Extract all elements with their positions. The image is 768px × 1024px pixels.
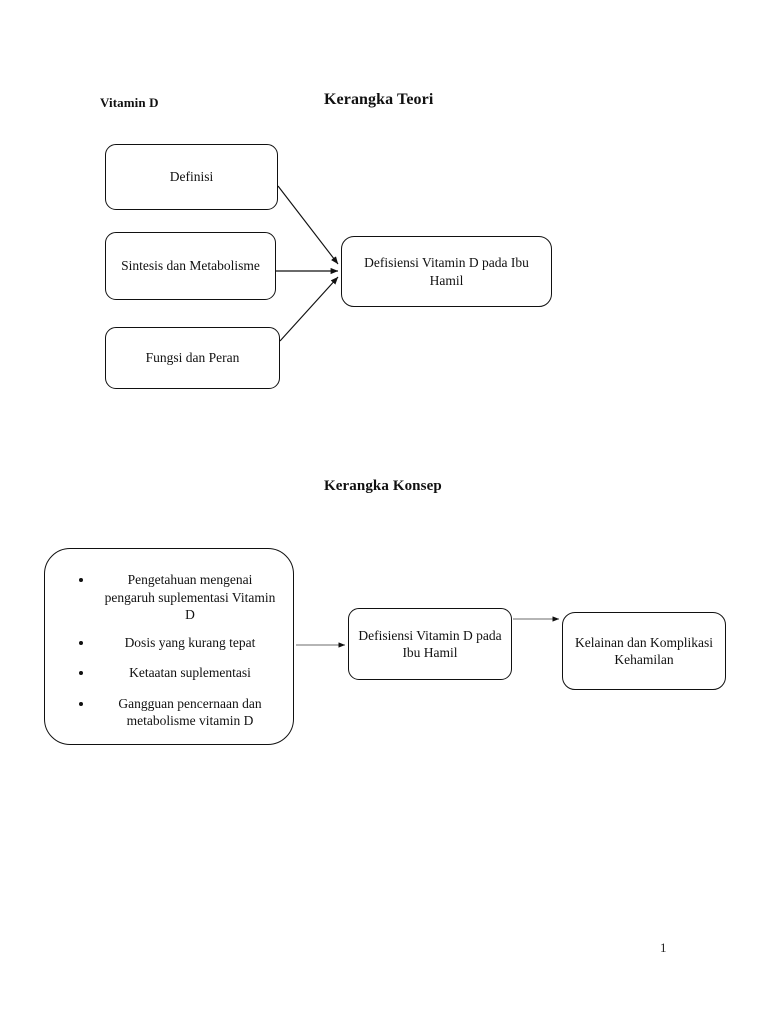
section-label-vitamin-d: Vitamin D [100,95,159,110]
bullet-text: Dosis yang kurang tepat [124,634,256,650]
node-defisiensi-vitamin-d-ibu-hamil-konsep: Defisiensi Vitamin D pada Ibu Hamil [348,608,512,680]
bullet-text: Gangguan pencernaan dan metabolisme vita… [118,695,262,729]
kerangka-teori-title: Kerangka Teori [324,91,434,108]
node-fungsi-dan-peran: Fungsi dan Peran [105,327,280,389]
node-definisi: Definisi [105,144,278,210]
factors-bullet-list: Pengetahuan mengenai pengaruh suplementa… [45,549,293,730]
bullet-text: Ketaatan suplementasi [129,665,251,681]
node-sintesis-label: Sintesis dan Metabolisme [121,258,260,274]
node-definisi-label: Definisi [169,169,214,185]
node-faktor-faktor-box: Pengetahuan mengenai pengaruh suplementa… [44,548,294,745]
node-defisiensi-teori-label: Defisiensi Vitamin D pada Ibu Hamil [364,255,529,288]
list-item: Gangguan pencernaan dan metabolisme vita… [79,695,279,730]
node-kelainan-dan-komplikasi-kehamilan: Kelainan dan Komplikasi Kehamilan [562,612,726,690]
node-sintesis-dan-metabolisme: Sintesis dan Metabolisme [105,232,276,300]
node-defisiensi-vitamin-d-ibu-hamil-teori: Defisiensi Vitamin D pada Ibu Hamil [341,236,552,307]
list-item: Pengetahuan mengenai pengaruh suplementa… [79,571,279,624]
list-item: Dosis yang kurang tepat [79,634,279,652]
node-fungsi-label: Fungsi dan Peran [145,350,240,366]
kerangka-konsep-title: Kerangka Konsep [324,478,442,494]
bullet-text: Pengetahuan mengenai pengaruh suplementa… [104,572,276,623]
page-number: 1 [660,940,667,955]
node-defisiensi-konsep-label: Defisiensi Vitamin D pada Ibu Hamil [358,627,502,660]
edge-fungsi-to-defisiensi [279,276,339,342]
list-item: Ketaatan suplementasi [79,664,279,682]
node-kelainan-label: Kelainan dan Komplikasi Kehamilan [575,634,713,667]
edge-definisi-to-defisiensi [277,185,339,265]
